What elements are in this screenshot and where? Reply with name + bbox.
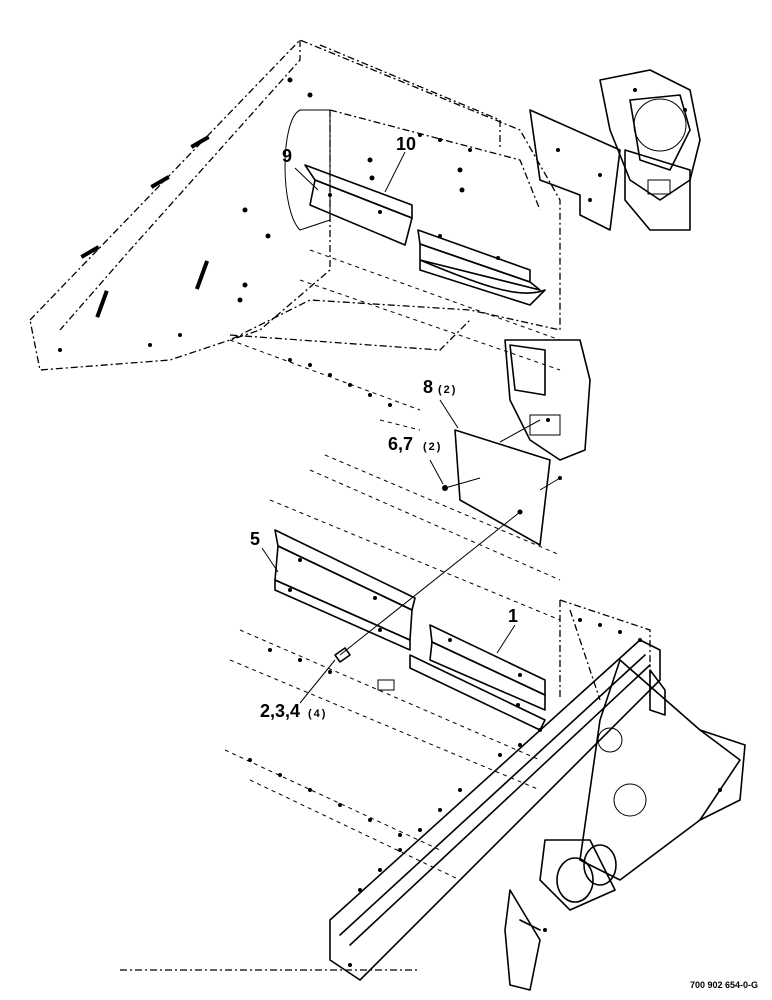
- callout-8-qty: (2): [438, 384, 457, 396]
- callout-9: 9: [282, 146, 292, 166]
- part-9-10-angle: [304, 164, 413, 246]
- part-8-shield-plate: [442, 419, 561, 546]
- callout-6-7: 6,7: [388, 434, 413, 454]
- callout-8: 8: [423, 377, 433, 397]
- lower-frame: [224, 454, 746, 991]
- part-5-angle: [274, 529, 416, 651]
- callout-6-7-qty: (2): [423, 441, 442, 453]
- upper-gearbox: [599, 69, 701, 231]
- callout-2-3-4-qty: (4): [308, 708, 327, 720]
- upper-right-angle: [417, 229, 546, 306]
- upper-shield-plate: [529, 109, 621, 231]
- callout-labels: 9 10 8 (2) 6,7 (2) 5 1 2,3,4 (4): [250, 134, 518, 721]
- upper-frame: [29, 39, 561, 431]
- callout-5: 5: [250, 529, 260, 549]
- callout-1: 1: [508, 606, 518, 626]
- callout-10: 10: [396, 134, 416, 154]
- callout-2-3-4: 2,3,4: [260, 701, 300, 721]
- bolt-fastener: [334, 511, 521, 663]
- drawing-part-number: 700 902 654-0-G: [689, 980, 758, 990]
- part-1-angle: [409, 624, 546, 731]
- leader-lines: [261, 151, 516, 704]
